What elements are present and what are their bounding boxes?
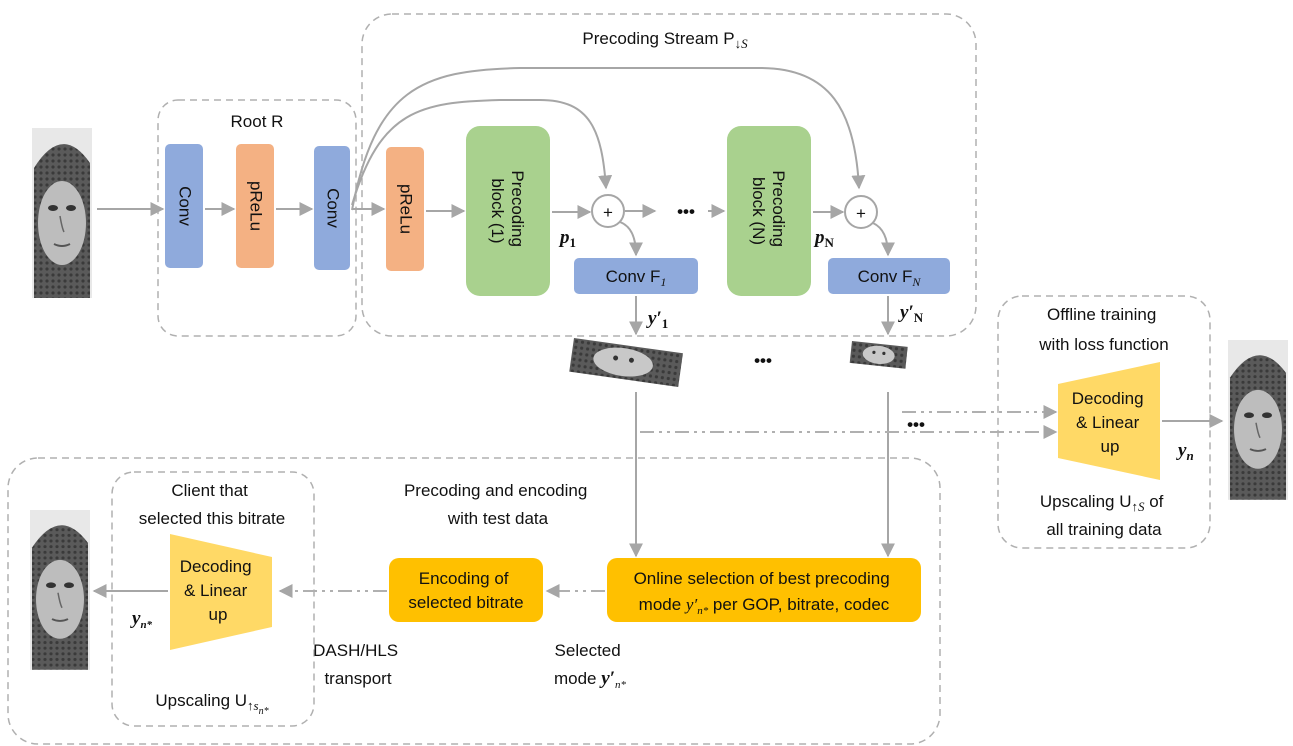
precoding-stream-container bbox=[361, 13, 977, 337]
encoding-box bbox=[389, 558, 543, 622]
offline-output-label: yn bbox=[1176, 440, 1194, 463]
p1-label: p1 bbox=[558, 227, 576, 250]
input-face-image bbox=[31, 127, 93, 299]
root-title: Root R bbox=[231, 112, 284, 131]
root-conv-2 bbox=[314, 146, 350, 270]
client-decoder bbox=[170, 534, 272, 650]
offline-decoder bbox=[1058, 362, 1160, 480]
skip-connection-to-sumN bbox=[351, 67, 866, 211]
pN-label: pN bbox=[813, 227, 835, 250]
transport-label: DASH/HLS transport bbox=[313, 641, 403, 688]
client-upscaling-label: Upscaling U↑sn* bbox=[155, 691, 268, 717]
online-selection-label: Online selection of best precoding mode … bbox=[634, 569, 895, 617]
yN-label: y′N bbox=[898, 302, 924, 325]
arrow-sumN-to-convfN bbox=[872, 222, 895, 257]
offline-upscaling-label: Upscaling U↑S of all training data bbox=[1040, 492, 1168, 539]
downscaled-image-N bbox=[849, 341, 908, 369]
encoding-label: Encoding of selected bitrate bbox=[408, 569, 523, 612]
sum-node-1-plus: + bbox=[603, 203, 613, 222]
online-encoding-container bbox=[7, 457, 941, 745]
online-selection-box bbox=[607, 558, 921, 622]
root-container bbox=[157, 99, 357, 337]
client-title: Client that selected this bitrate bbox=[139, 481, 285, 528]
client-output-face-image bbox=[29, 509, 91, 671]
root-prelu bbox=[236, 144, 274, 268]
client-output-label: yn* bbox=[130, 608, 153, 631]
stream-prelu-label: pReLu bbox=[397, 184, 416, 234]
offline-decoder-label: Decoding & Linear up bbox=[1072, 389, 1149, 456]
downscaled-image-1 bbox=[569, 338, 683, 387]
conv-fN-label: Conv FN bbox=[858, 267, 922, 289]
conv-fN bbox=[828, 258, 950, 294]
precoding-block-N-label: Precoding block (N) bbox=[749, 170, 788, 251]
offline-dots: ••• bbox=[907, 415, 925, 434]
client-container bbox=[111, 471, 315, 727]
offline-output-face-image bbox=[1227, 339, 1289, 501]
precoding-block-N bbox=[727, 126, 811, 296]
middle-dots: ••• bbox=[754, 351, 772, 370]
y1-label: y′1 bbox=[646, 308, 668, 331]
root-conv-1-label: Conv bbox=[176, 186, 195, 226]
selected-mode-label: Selected mode y′n* bbox=[554, 641, 627, 691]
sum-node-N-plus: + bbox=[856, 204, 866, 223]
root-prelu-label: pReLu bbox=[247, 181, 266, 231]
precoding-block-1 bbox=[466, 126, 550, 296]
conv-f1 bbox=[574, 258, 698, 294]
stream-dots: ••• bbox=[677, 202, 695, 221]
arrow-sum1-to-convf1 bbox=[619, 221, 643, 257]
conv-f1-label: Conv F1 bbox=[606, 267, 667, 289]
offline-title: Offline training with loss function bbox=[1038, 305, 1168, 354]
stream-title: Precoding Stream P↓S bbox=[582, 29, 748, 51]
precoding-block-1-label: Precoding block (1) bbox=[488, 170, 527, 251]
online-title: Precoding and encoding with test data bbox=[404, 481, 592, 528]
root-conv-2-label: Conv bbox=[324, 188, 343, 228]
sum-node-1 bbox=[591, 194, 625, 228]
skip-connection-to-sum1 bbox=[351, 99, 613, 206]
sum-node-N bbox=[844, 195, 878, 229]
client-decoder-label: Decoding & Linear up bbox=[180, 557, 257, 624]
root-conv-1 bbox=[165, 144, 203, 268]
stream-prelu bbox=[386, 147, 424, 271]
